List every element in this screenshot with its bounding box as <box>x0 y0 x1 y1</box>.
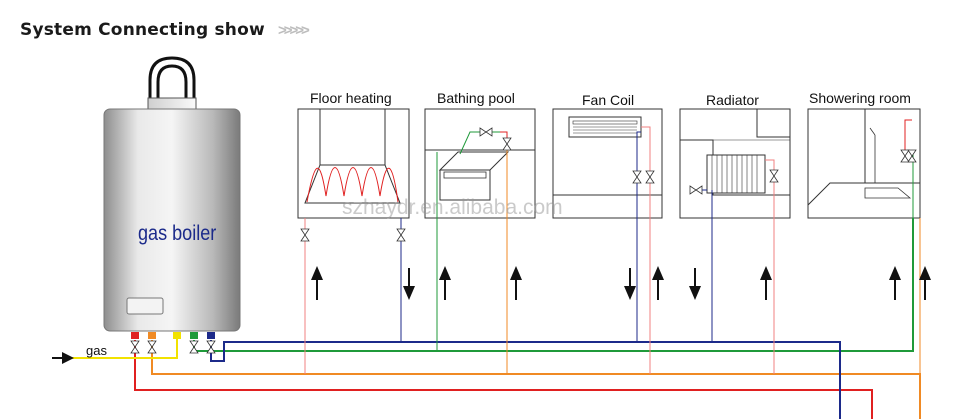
gas-inlet-arrow-icon <box>52 352 74 364</box>
flow-arrows <box>52 266 931 364</box>
room-floor-heating <box>297 108 410 219</box>
gas-boiler <box>103 56 241 332</box>
arrow-up-icon <box>889 266 901 300</box>
pipe-green-main <box>193 218 914 352</box>
arrow-up-icon <box>439 266 451 300</box>
pipe-yellow-gas <box>62 336 178 359</box>
boiler-label: gas boiler <box>138 222 217 245</box>
page-title: System Connecting show <box>20 20 265 40</box>
label-floor-heating: Floor heating <box>310 90 392 106</box>
room-radiator <box>679 108 791 219</box>
valve-icon <box>632 170 642 184</box>
watermark: szhaydr.en.alibaba.com <box>342 196 563 219</box>
valve-icon <box>147 340 157 354</box>
room-bathing-pool <box>424 108 536 219</box>
valves <box>130 137 917 354</box>
valve-icon <box>130 340 140 354</box>
valve-icon <box>502 137 512 151</box>
arrow-down-icon <box>403 268 415 300</box>
label-bathing-pool: Bathing pool <box>437 90 515 106</box>
valve-icon <box>206 340 216 354</box>
pipe-shower-in-red <box>904 119 912 160</box>
label-radiator: Radiator <box>706 92 759 108</box>
pipe-red-main <box>134 340 873 419</box>
boiler-connectors <box>131 332 215 339</box>
arrow-up-icon <box>919 266 931 300</box>
valve-icon <box>300 228 310 242</box>
valve-icon <box>396 228 406 242</box>
arrow-down-icon <box>689 268 701 300</box>
valve-icon <box>645 170 655 184</box>
room-fan-coil <box>552 108 663 219</box>
valve-icon <box>907 149 917 163</box>
arrow-down-icon <box>624 268 636 300</box>
arrow-up-icon <box>760 266 772 300</box>
arrow-up-icon <box>652 266 664 300</box>
label-showering-room: Showering room <box>809 90 911 106</box>
valve-icon <box>900 149 910 163</box>
arrow-up-icon <box>510 266 522 300</box>
valve-icon <box>189 340 199 354</box>
pipe-rad-red <box>765 159 775 374</box>
pipe-navy-main <box>210 340 841 419</box>
gas-label: gas <box>86 343 107 358</box>
room-showering-room <box>807 108 921 219</box>
valve-icon <box>769 169 779 183</box>
label-fan-coil: Fan Coil <box>582 92 635 108</box>
chevrons-icon: >>>>> <box>278 22 310 39</box>
arrow-up-icon <box>311 266 323 300</box>
